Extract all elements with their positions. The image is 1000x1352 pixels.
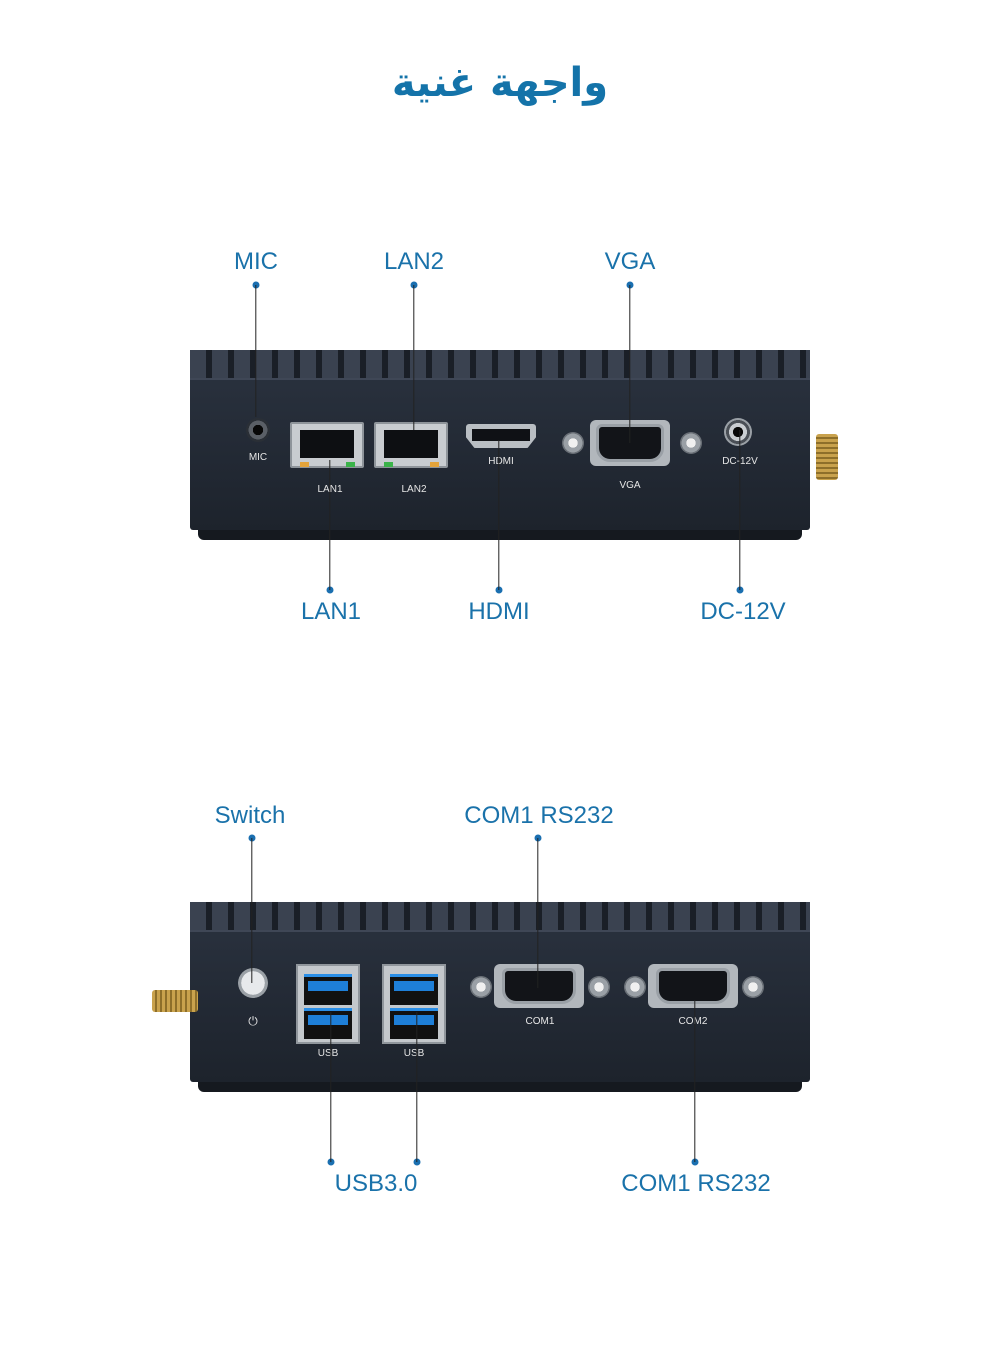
leader-line (498, 440, 500, 590)
usb-label: USB (403, 1048, 425, 1059)
leader-line (251, 838, 253, 983)
screw-icon (470, 976, 492, 998)
screw-icon (742, 976, 764, 998)
leader-line (694, 1000, 696, 1162)
heat-sink-fins (190, 902, 810, 932)
callout-dot (413, 1158, 421, 1166)
page-title: واجهة غنية (391, 60, 609, 106)
callout-dot (495, 586, 503, 594)
leader-line (416, 1012, 418, 1162)
lan2-label: LAN2 (401, 484, 427, 495)
usb-port-stack (296, 964, 360, 1044)
callout-vga: VGA (604, 248, 656, 275)
leader-line (330, 1012, 332, 1162)
screw-icon (624, 976, 646, 998)
hdmi-port (466, 424, 536, 448)
mic-label: MIC (248, 452, 268, 463)
callout-dc: DC-12V (700, 598, 786, 625)
vga-label: VGA (619, 480, 641, 491)
lan1-port (290, 422, 364, 468)
mic-jack (246, 418, 270, 442)
usb-label: USB (317, 1048, 339, 1059)
com1-label: COM1 (525, 1016, 555, 1027)
hdmi-label: HDMI (488, 456, 514, 467)
leader-line (739, 430, 741, 590)
power-button[interactable] (238, 968, 268, 998)
leader-line (255, 285, 257, 417)
leader-line (537, 838, 539, 988)
device-base (198, 1082, 802, 1092)
com2-label: COM2 (678, 1016, 708, 1027)
antenna-connector (152, 990, 198, 1012)
power-icon: ⏻ (248, 1014, 258, 1028)
lan2-port (374, 422, 448, 468)
callout-switch: Switch (214, 802, 286, 829)
leader-line (413, 285, 415, 430)
callout-hdmi: HDMI (468, 598, 530, 625)
heat-sink-fins (190, 350, 810, 380)
dc-jack (724, 418, 752, 446)
callout-lan1: LAN1 (300, 598, 362, 625)
com1-port (494, 964, 584, 1008)
callout-mic: MIC (234, 248, 278, 275)
antenna-connector (816, 434, 838, 480)
screw-icon (562, 432, 584, 454)
mini-pc-front: MIC LAN1 LAN2 HDMI VGA DC-12V (190, 350, 838, 540)
usb-port-stack (382, 964, 446, 1044)
callout-dot (691, 1158, 699, 1166)
callout-dot (326, 586, 334, 594)
com2-port (648, 964, 738, 1008)
callout-com-bottom: COM1 RS232 (621, 1170, 771, 1197)
callout-usb: USB3.0 (334, 1170, 418, 1197)
callout-com-top: COM1 RS232 (464, 802, 614, 829)
screw-icon (588, 976, 610, 998)
leader-line (629, 285, 631, 443)
screw-icon (680, 432, 702, 454)
callout-lan2: LAN2 (383, 248, 445, 275)
callout-dot (327, 1158, 335, 1166)
device-base (198, 530, 802, 540)
leader-line (329, 460, 331, 590)
callout-dot (736, 586, 744, 594)
mini-pc-back: ⏻ USB USB COM1 COM2 (152, 902, 810, 1092)
